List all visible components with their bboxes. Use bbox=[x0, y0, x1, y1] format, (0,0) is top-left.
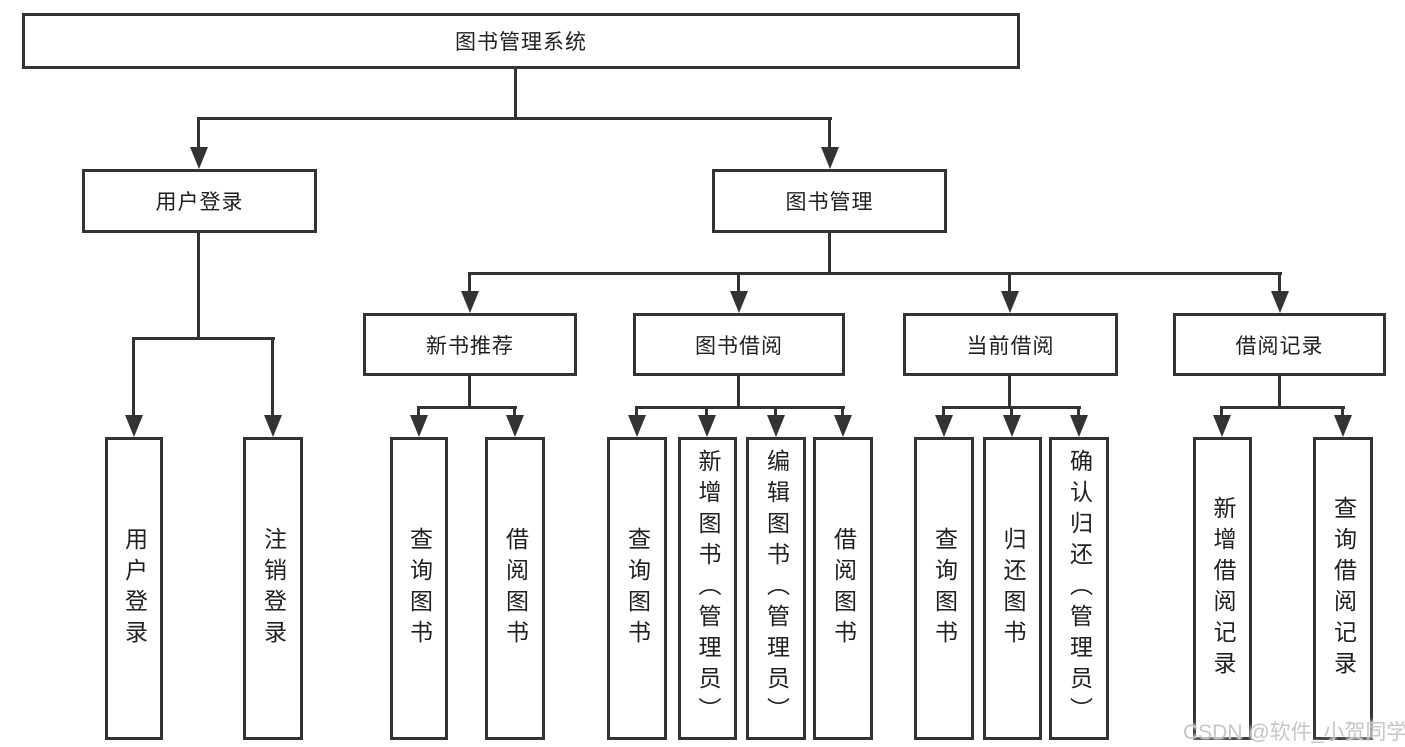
leaf-bor-edit-book-admin: 编辑图书（管理员） bbox=[746, 437, 806, 740]
arrowhead-icon bbox=[1213, 415, 1231, 437]
edge-line bbox=[635, 406, 845, 409]
arrowhead-icon bbox=[190, 147, 208, 169]
edge-line bbox=[942, 406, 1081, 409]
leaf-cur-confirm-return-admin: 确认归还（管理员） bbox=[1049, 437, 1109, 740]
arrowhead-icon bbox=[935, 415, 953, 437]
leaf-record-add: 新增借阅记录 bbox=[1193, 437, 1252, 740]
arrowhead-icon bbox=[767, 415, 785, 437]
arrowhead-icon bbox=[125, 415, 143, 437]
edge-line bbox=[132, 337, 275, 340]
edge-line bbox=[942, 409, 945, 415]
edge-line bbox=[513, 409, 516, 415]
edge-line bbox=[705, 409, 708, 415]
edge-line bbox=[468, 376, 471, 407]
edge-line bbox=[197, 117, 832, 120]
edge-line bbox=[1220, 406, 1345, 409]
edge-line bbox=[635, 409, 638, 415]
arrowhead-icon bbox=[834, 415, 852, 437]
csdn-watermark: CSDN @软件_小贺同学 bbox=[1183, 721, 1405, 744]
edge-line bbox=[514, 69, 517, 119]
arrowhead-icon bbox=[461, 291, 479, 313]
node-current-borrow: 当前借阅 bbox=[903, 313, 1118, 376]
edge-line bbox=[271, 340, 274, 415]
arrowhead-icon bbox=[1334, 415, 1352, 437]
leaf-cur-search-book: 查询图书 bbox=[914, 437, 974, 740]
arrowhead-icon bbox=[1271, 291, 1289, 313]
edge-line bbox=[774, 409, 777, 415]
arrowhead-icon bbox=[1070, 415, 1088, 437]
leaf-logout: 注销登录 bbox=[243, 437, 303, 740]
leaf-cur-return-book: 归还图书 bbox=[983, 437, 1042, 740]
node-book-borrow: 图书借阅 bbox=[633, 313, 845, 376]
leaf-record-search: 查询借阅记录 bbox=[1313, 437, 1373, 740]
edge-line bbox=[828, 120, 831, 147]
leaf-bor-borrow-book: 借阅图书 bbox=[813, 437, 873, 740]
edge-line bbox=[468, 272, 1282, 275]
arrowhead-icon bbox=[264, 415, 282, 437]
node-root: 图书管理系统 bbox=[22, 13, 1020, 69]
arrowhead-icon bbox=[821, 147, 839, 169]
edge-line bbox=[1008, 376, 1011, 407]
arrowhead-icon bbox=[506, 415, 524, 437]
edge-line bbox=[417, 406, 517, 409]
edge-line bbox=[468, 275, 471, 291]
leaf-rec-borrow-book: 借阅图书 bbox=[485, 437, 545, 740]
node-borrow-records: 借阅记录 bbox=[1173, 313, 1386, 376]
node-user-login: 用户登录 bbox=[82, 169, 317, 233]
edge-line bbox=[197, 233, 200, 337]
arrowhead-icon bbox=[698, 415, 716, 437]
edge-line bbox=[1008, 275, 1011, 291]
leaf-rec-search-book: 查询图书 bbox=[390, 437, 448, 740]
edge-line bbox=[1077, 409, 1080, 415]
arrowhead-icon bbox=[410, 415, 428, 437]
leaf-bor-search-book: 查询图书 bbox=[607, 437, 667, 740]
edge-line bbox=[737, 376, 740, 407]
edge-line bbox=[1220, 409, 1223, 415]
node-book-management: 图书管理 bbox=[712, 169, 947, 233]
edge-line bbox=[828, 233, 831, 272]
arrowhead-icon bbox=[628, 415, 646, 437]
arrowhead-icon bbox=[1003, 415, 1021, 437]
edge-line bbox=[1341, 409, 1344, 415]
edge-line bbox=[1278, 376, 1281, 407]
edge-line bbox=[1278, 275, 1281, 291]
node-new-book-recommend: 新书推荐 bbox=[363, 313, 577, 376]
edge-line bbox=[737, 275, 740, 291]
edge-line bbox=[1010, 409, 1013, 415]
leaf-user-login: 用户登录 bbox=[105, 437, 163, 740]
arrowhead-icon bbox=[1001, 291, 1019, 313]
edge-line bbox=[417, 409, 420, 415]
arrowhead-icon bbox=[730, 291, 748, 313]
leaf-bor-add-book-admin: 新增图书（管理员） bbox=[678, 437, 737, 740]
edge-line bbox=[132, 340, 135, 415]
edge-line bbox=[841, 409, 844, 415]
edge-line bbox=[197, 120, 200, 147]
